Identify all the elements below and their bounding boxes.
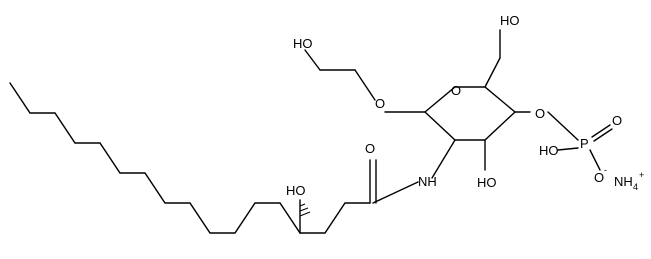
phos-o-minus-label: O	[594, 170, 604, 185]
sugar-ring	[424, 86, 517, 141]
bond-p-o-minus	[589, 149, 601, 171]
bond-c5-ch2	[484, 57, 501, 88]
bond-p-oh	[557, 147, 579, 151]
ammonium-label: NH	[614, 174, 633, 189]
oh-left-label: HO	[286, 183, 306, 198]
bond-p-o-double-1	[591, 124, 611, 138]
bond-o-p	[547, 111, 579, 141]
nh-label: NH	[418, 174, 437, 189]
phos-o-ester-label: O	[535, 106, 545, 121]
bond-ch2-oh2	[304, 49, 321, 71]
ring-o-label: O	[451, 83, 461, 98]
oh-c3-label: HO	[477, 175, 497, 190]
oh-ring-label: HO	[500, 13, 520, 28]
phos-oh-label: HO	[539, 143, 559, 158]
ammonium-charge: +	[639, 170, 644, 180]
amide-c-n	[372, 181, 419, 204]
bond-c2-n	[431, 139, 456, 179]
ether-o-label: O	[375, 96, 385, 111]
ammonium-subscript: 4	[633, 182, 638, 192]
phos-o-double-label: O	[612, 113, 622, 128]
amide-o-label: O	[365, 141, 375, 156]
oh-top-label: HO	[293, 36, 313, 51]
alkyl-chain	[9, 82, 371, 234]
phos-charge-label: -	[604, 165, 607, 175]
bond-o-ch2	[354, 69, 376, 101]
phos-p-label: P	[580, 136, 589, 151]
hashed-wedge-oh	[299, 203, 311, 234]
bond-p-o-double-2	[593, 128, 613, 142]
